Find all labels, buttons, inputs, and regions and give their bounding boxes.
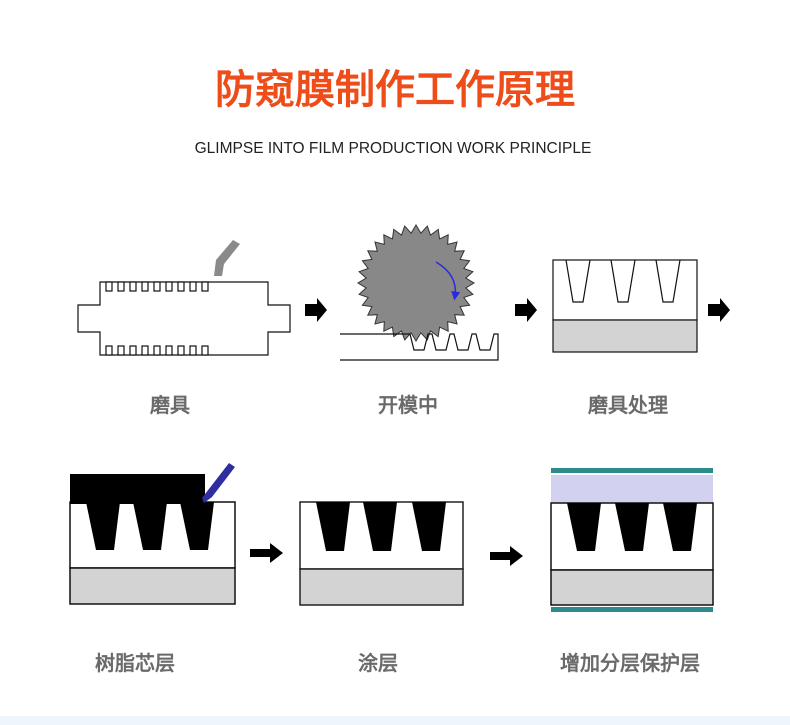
step-label-mold-processing: 磨具处理	[588, 393, 668, 417]
rotation-arrow-icon	[435, 261, 461, 301]
mold-notch	[189, 281, 197, 292]
mold-notch	[165, 281, 173, 292]
processed-mold-illustration	[552, 259, 698, 353]
mold-notch	[201, 345, 209, 356]
arrow-right-icon	[708, 298, 730, 322]
gear-rack-illustration	[340, 224, 499, 361]
arrow-right-icon	[490, 546, 523, 566]
step-label-resin-core: 树脂芯层	[95, 651, 175, 675]
step-label-protective-layer: 增加分层保护层	[560, 651, 700, 675]
grinding-tool	[214, 240, 240, 276]
step-label-molding: 开模中	[378, 393, 438, 417]
bottom-strip	[0, 716, 790, 725]
mold-notch	[189, 345, 197, 356]
arrow-right-icon	[305, 298, 327, 322]
mold-notch	[153, 345, 161, 356]
mold-notch	[177, 281, 185, 292]
resin-core-illustration	[69, 463, 236, 605]
coating-illustration	[299, 501, 464, 606]
mold-notch	[105, 345, 113, 356]
step-label-coating: 涂层	[358, 651, 398, 675]
protective-layer	[551, 475, 713, 503]
mold-notch	[129, 345, 137, 356]
teal-film-bottom	[551, 607, 713, 612]
mold-notch	[165, 345, 173, 356]
mold-notch	[201, 281, 209, 292]
base-layer	[552, 319, 698, 353]
mold-notch	[117, 281, 125, 292]
mold-notch	[177, 345, 185, 356]
rack	[340, 333, 499, 361]
mold-notch	[117, 345, 125, 356]
page-subtitle: GLIMPSE INTO FILM PRODUCTION WORK PRINCI…	[195, 140, 592, 157]
arrow-right-icon	[515, 298, 537, 322]
mold-notch	[141, 281, 149, 292]
resin-tool	[202, 463, 235, 503]
mold-notch	[129, 281, 137, 292]
teal-film-top	[551, 468, 713, 473]
gear	[357, 224, 475, 342]
mold-illustration	[77, 240, 291, 356]
mold-notch	[141, 345, 149, 356]
mold-notch	[153, 281, 161, 292]
protective-layer-illustration	[550, 468, 714, 612]
step-label-mold: 磨具	[150, 393, 190, 417]
page-title: 防窥膜制作工作原理	[215, 67, 575, 113]
mold-notch	[105, 281, 113, 292]
arrow-right-icon	[250, 543, 283, 563]
